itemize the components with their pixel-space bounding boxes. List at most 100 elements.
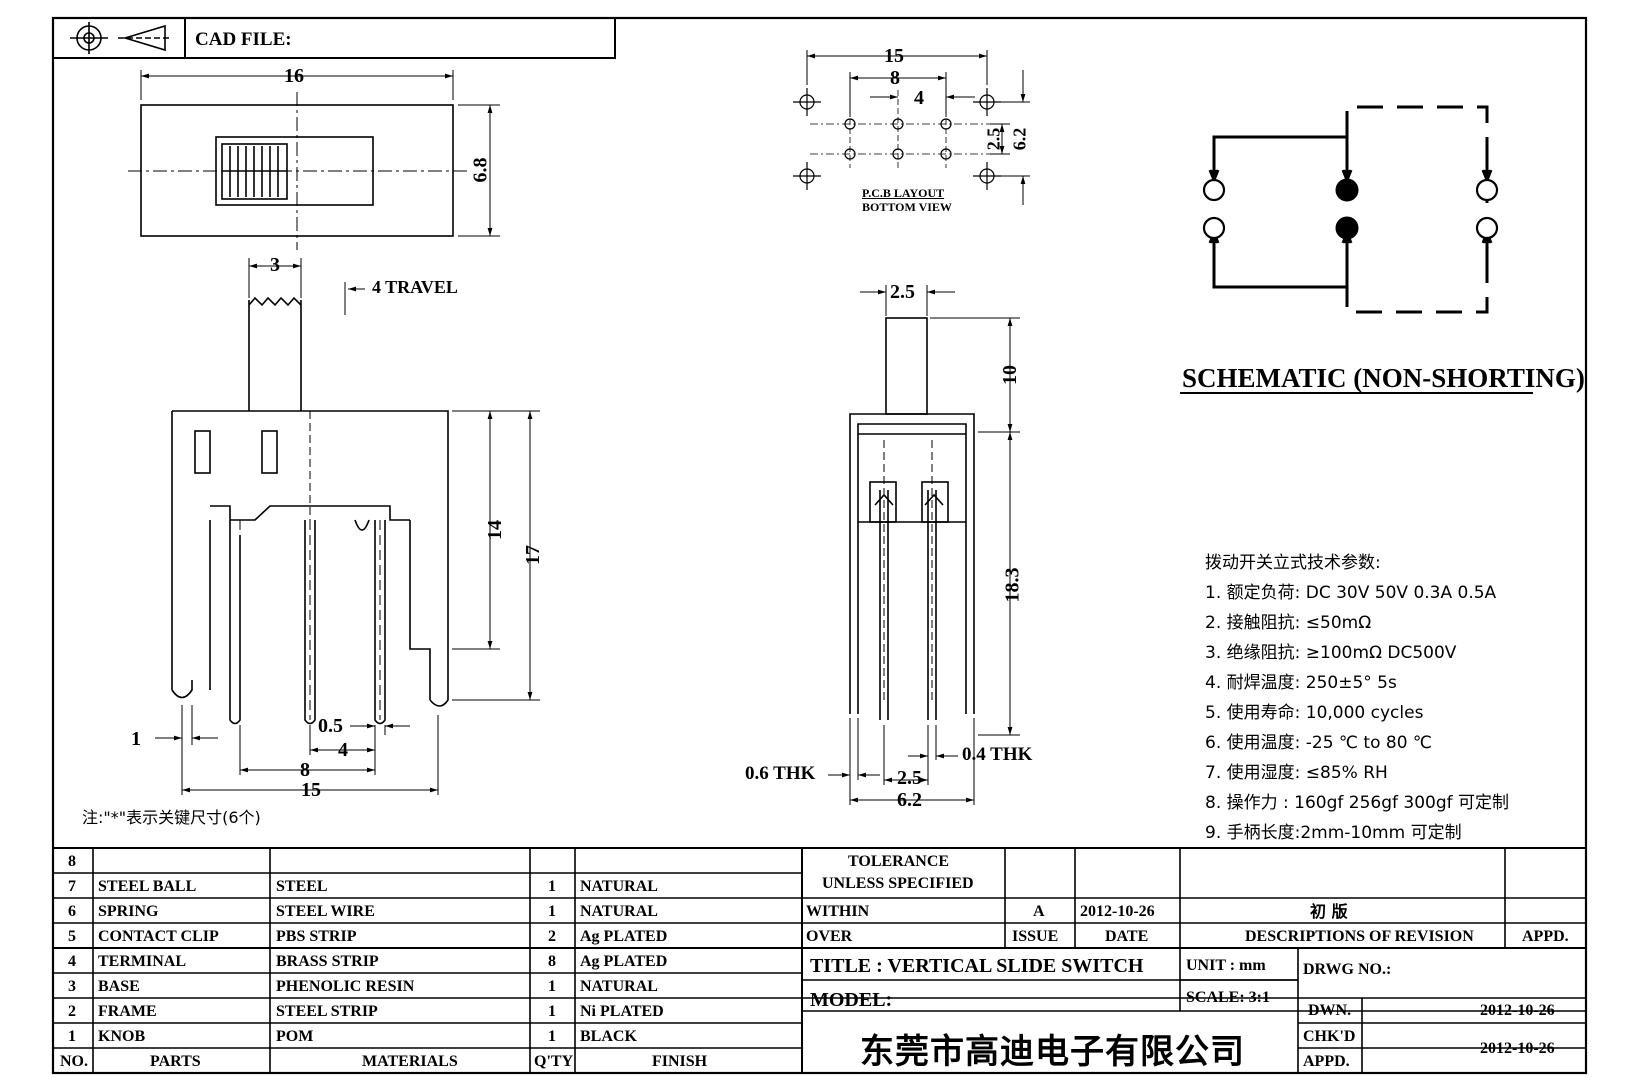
bom-part: SPRING [98,903,159,920]
terminal-open-icon [1475,178,1499,202]
tolerance-label: TOLERANCE [848,853,950,870]
front-view [155,258,540,795]
bom-material: BRASS STRIP [276,953,379,970]
bom-finish: BLACK [580,1028,637,1045]
pcb-layout [793,50,1030,205]
bom-finish: Ag PLATED [580,928,668,945]
bom-part: CONTACT CLIP [98,928,219,945]
spec-item: 9. 手柄长度:2mm-10mm 可定制 [1205,823,1462,843]
bom-qty: 1 [548,903,556,920]
dim-pin-pitch-small: 4 [338,739,348,761]
bom-header-materials: MATERIALS [362,1053,458,1070]
dim-side-depth: 6.2 [897,789,922,811]
terminal-open-icon [1202,216,1226,240]
bom-qty: 1 [548,978,556,995]
bom-no: 3 [68,978,76,995]
spec-item: 8. 操作力 : 160gf 256gf 300gf 可定制 [1205,793,1510,813]
bom-finish: NATURAL [580,878,658,895]
model-label: MODEL: [810,989,893,1011]
dim-pcb-15: 15 [884,45,904,67]
spec-item: 7. 使用湿度: ≤85% RH [1205,763,1388,783]
pcb-caption-sub: BOTTOM VIEW [862,200,952,214]
dim-knob-width: 3 [270,254,280,276]
dim-pcb-2-5: 2.5 [983,127,1004,151]
terminal-closed-icon [1335,216,1359,240]
bom-material: PBS STRIP [276,928,357,945]
schematic-diagram [1202,105,1499,314]
dim-side-knob-height: 10 [999,365,1021,385]
chkd-label: CHK'D [1303,1028,1356,1045]
top-view [128,70,500,250]
pcb-caption: P.C.B LAYOUT [862,186,945,200]
bom-part: KNOB [98,1028,146,1045]
spec-item: 4. 耐焊温度: 250±5° 5s [1205,673,1397,693]
dwn-label: DWN. [1308,1002,1352,1019]
bom-material: STEEL STRIP [276,1003,378,1020]
company-name: 东莞市高迪电子有限公司 [860,1032,1245,1072]
dim-top-height: 6.8 [469,157,492,183]
spec-item: 2. 接触阻抗: ≤50mΩ [1205,613,1372,633]
dim-pcb-8: 8 [890,67,900,89]
dim-side-pin-pitch: 2.5 [897,767,922,789]
dim-pin-thk: 0.4 THK [962,744,1033,765]
revision-description: 初 版 [1310,902,1348,921]
bom-material: STEEL [276,878,328,895]
spec-item: 6. 使用温度: -25 ℃ to 80 ℃ [1205,733,1433,753]
revision-desc-label: DESCRIPTIONS OF REVISION [1245,928,1474,945]
dwn-date: 2012-10-26 [1480,1002,1555,1019]
bom-finish: Ag PLATED [580,953,668,970]
bom-qty: 1 [548,878,556,895]
issue-value: A [1033,903,1045,920]
bom-header-parts: PARTS [150,1053,201,1070]
issue-label: ISSUE [1012,928,1059,945]
bom-table-grid [53,847,1586,1073]
date-label: DATE [1105,928,1149,945]
bom-part: STEEL BALL [98,878,197,895]
cad-file-label: CAD FILE: [195,29,292,50]
dim-pin-width: 0.5 [318,715,343,737]
dim-edge-offset: 1 [131,728,141,750]
bom-finish: NATURAL [580,978,658,995]
over-label: OVER [806,928,853,945]
bom-material: STEEL WIRE [276,903,375,920]
dim-pcb-6-2: 6.2 [1009,127,1030,151]
bom-no: 4 [68,953,76,970]
schematic-title: SCHEMATIC (NON-SHORTING) [1182,363,1585,393]
drwg-no-label: DRWG NO.: [1303,961,1392,978]
tolerance-sub-label: UNLESS SPECIFIED [822,875,974,892]
drawing-border [51,16,1588,1075]
terminal-closed-icon [1335,178,1359,202]
dim-travel: 4 TRAVEL [372,277,458,297]
terminal-open-icon [1475,216,1499,240]
bom-no: 6 [68,903,76,920]
date-value: 2012-10-26 [1080,903,1155,920]
bom-part: BASE [98,978,140,995]
dim-side-knob-width: 2.5 [890,281,915,303]
bom-material: POM [276,1028,314,1045]
bom-no: 2 [68,1003,76,1020]
spec-item: 3. 绝缘阻抗: ≥100mΩ DC500V [1205,643,1457,663]
spec-item: 5. 使用寿命: 10,000 cycles [1205,703,1424,723]
bom-header-qty: Q'TY [534,1053,574,1070]
dim-side-body-height: 18.3 [1001,567,1024,603]
dim-frame-thk: 0.6 THK [745,763,816,784]
key-dimension-note: 注:"*"表示关键尺寸(6个) [82,808,261,827]
unit-label: UNIT : mm [1186,957,1266,974]
bom-part: FRAME [98,1003,157,1020]
appd-label: APPD. [1522,928,1569,945]
spec-item: 1. 额定负荷: DC 30V 50V 0.3A 0.5A [1205,583,1497,603]
dim-pcb-4: 4 [914,87,924,109]
projection-symbol-icon [70,22,172,54]
bom-header-no: NO. [60,1053,88,1070]
bom-qty: 1 [548,1003,556,1020]
bom-qty: 2 [548,928,556,945]
bom-part: TERMINAL [98,953,187,970]
side-view [828,285,1020,805]
bom-no: 8 [68,853,76,870]
dim-top-width: 16 [284,65,304,87]
bom-qty: 8 [548,953,556,970]
terminal-open-icon [1202,178,1226,202]
bom-material: PHENOLIC RESIN [276,978,415,995]
specs-heading: 拨动开关立式技术参数: [1205,553,1381,573]
